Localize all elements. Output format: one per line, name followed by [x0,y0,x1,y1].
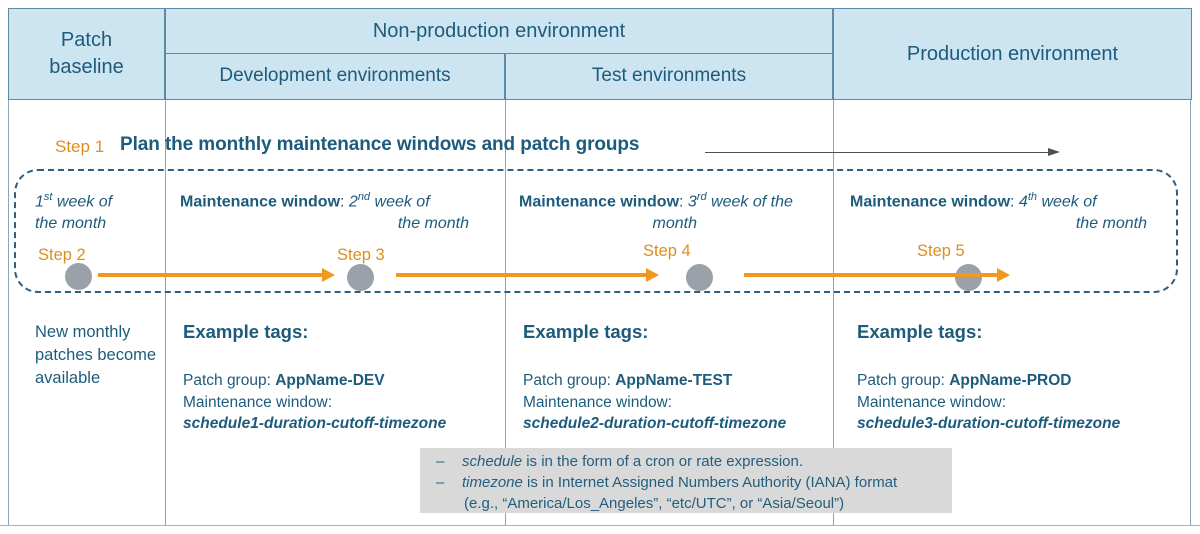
mw-prod-sep: : [1010,193,1019,211]
flow-arrowhead-icon [322,267,335,282]
note-line3: (e.g., “America/Los_Angeles”, “etc/UTC”,… [464,495,845,512]
mw-prod-ordinal: 4 [1018,193,1028,211]
week1-ordinal-suffix: st [43,191,53,203]
patch-group-label: Patch group: [857,372,950,389]
patch-group-line: Patch group: AppName-TEST [523,370,786,392]
flow-arrow-step3-step4 [396,267,659,282]
mw-schedule-value: schedule2-duration-cutoff-timezone [523,415,787,432]
mw-schedule-value: schedule3-duration-cutoff-timezone [857,415,1121,432]
mw-label-line: Maintenance window: [857,393,1007,411]
note-line2-rest: is in Internet Assigned Numbers Authorit… [522,474,898,491]
step2-dot-icon [65,263,92,290]
header-test: Test environments [505,52,833,100]
header-patch-baseline-label: Patch baseline [49,29,124,78]
flow-arrow-step2-step3 [98,267,335,282]
mw-schedule-value: schedule1-duration-cutoff-timezone [183,415,447,432]
patch-group-value: AppName-TEST [615,372,733,389]
header-non-production-label: Non-production environment [372,19,626,42]
note-line2-dash: – [436,474,445,491]
header-development-label: Development environments [219,65,451,87]
header-non-production: Non-production environment [165,8,833,54]
frame-bottom-line [0,525,1200,526]
mw-dev-week: week of [370,193,430,211]
mw-prod-suffix: th [1027,191,1037,203]
step1-title: Plan the monthly maintenance windows and… [120,134,640,155]
mw-test-ordinal: 3 [687,193,697,211]
patch-group-label: Patch group: [183,372,276,389]
mw-prod-week: week of [1037,193,1097,211]
frame-left-line [8,100,9,525]
week1-line2: the month [35,215,107,233]
mw-dev-suffix: nd [357,191,371,203]
maintenance-window-test: Maintenance window: 3rd week of the mont… [519,186,831,235]
plan-timeline-arrow [705,147,1060,156]
mw-test-label: Maintenance window [519,193,680,211]
header-development: Development environments [165,52,505,100]
mw-label-line: Maintenance window: [183,393,333,411]
step2-label: Step 2 [38,246,86,264]
maintenance-window-prod: Maintenance window: 4th week of the mont… [850,186,1153,235]
step3-label: Step 3 [337,246,385,264]
note-line1-dash: – [436,453,445,470]
mw-test-suffix: rd [696,191,707,203]
mw-dev-label: Maintenance window [180,193,341,211]
week1-line1: week of [52,193,113,211]
step3-dot-icon [347,264,374,291]
example-tags-prod: Example tags: Patch group: AppName-PROD … [857,321,1120,435]
mw-prod-line1: Maintenance window: 4th week of [850,186,1153,213]
mw-test-line1: Maintenance window: 3rd week of the [519,186,831,213]
week1-ordinal: 1 [35,193,44,211]
schedule-timezone-note: –schedule is in the form of a cron or ra… [420,448,952,513]
mw-dev-sep: : [340,193,349,211]
example-tags-prod-heading: Example tags: [857,321,983,342]
column-divider-baseline-dev [165,100,166,525]
note-line2-keyword: timezone [462,474,523,491]
patch-group-line: Patch group: AppName-DEV [183,370,446,392]
step5-dot-icon [955,264,982,291]
note-line1-keyword: schedule [462,453,523,470]
mw-test-line2: month [652,215,697,233]
mw-test-sep: : [679,193,688,211]
header-test-label: Test environments [591,65,747,87]
flow-arrow-step4-step5 [744,267,1010,282]
patch-group-value: AppName-PROD [949,372,1072,389]
mw-label-line: Maintenance window: [523,393,673,411]
plan-timeline-arrowhead-icon [1048,147,1060,156]
column-divider-test-prod [833,100,834,525]
patch-baseline-week: 1st week of the month [35,186,112,235]
mw-prod-label: Maintenance window [850,193,1011,211]
step4-label: Step 4 [643,242,691,260]
example-tags-test-details: Patch group: AppName-TEST Maintenance wi… [523,370,786,435]
mw-dev-ordinal: 2 [348,193,358,211]
patch-group-label: Patch group: [523,372,616,389]
step4-dot-icon [686,264,713,291]
example-tags-dev: Example tags: Patch group: AppName-DEV M… [183,321,446,435]
step1-label: Step 1 [55,137,105,156]
example-tags-dev-details: Patch group: AppName-DEV Maintenance win… [183,370,446,435]
note-line1-rest: is in the form of a cron or rate express… [522,453,804,470]
patch-group-value: AppName-DEV [275,372,385,389]
step5-label: Step 5 [917,242,965,260]
column-divider-dev-test [505,100,506,525]
mw-test-week: week of the [706,193,793,211]
maintenance-plan-dashed-box [14,169,1178,293]
flow-arrowhead-icon [646,267,659,282]
example-tags-test: Example tags: Patch group: AppName-TEST … [523,321,786,435]
header-patch-baseline: Patch baseline [8,8,165,100]
mw-dev-line2: the month [397,215,469,233]
flow-arrowhead-icon [997,267,1010,282]
header-production-label: Production environment [906,42,1119,65]
example-tags-prod-details: Patch group: AppName-PROD Maintenance wi… [857,370,1120,435]
example-tags-test-heading: Example tags: [523,321,649,342]
patch-group-line: Patch group: AppName-PROD [857,370,1120,392]
new-patches-note: New monthly patches become available [35,323,157,387]
example-tags-dev-heading: Example tags: [183,321,309,342]
header-production: Production environment [833,8,1192,100]
note-line1: –schedule is in the form of a cron or ra… [436,451,942,472]
mw-dev-line1: Maintenance window: 2nd week of [180,186,493,213]
mw-prod-line2: the month [1075,215,1147,233]
note-line2: –timezone is in Internet Assigned Number… [436,472,942,493]
frame-right-line [1190,100,1191,525]
maintenance-window-dev: Maintenance window: 2nd week of the mont… [180,186,493,235]
